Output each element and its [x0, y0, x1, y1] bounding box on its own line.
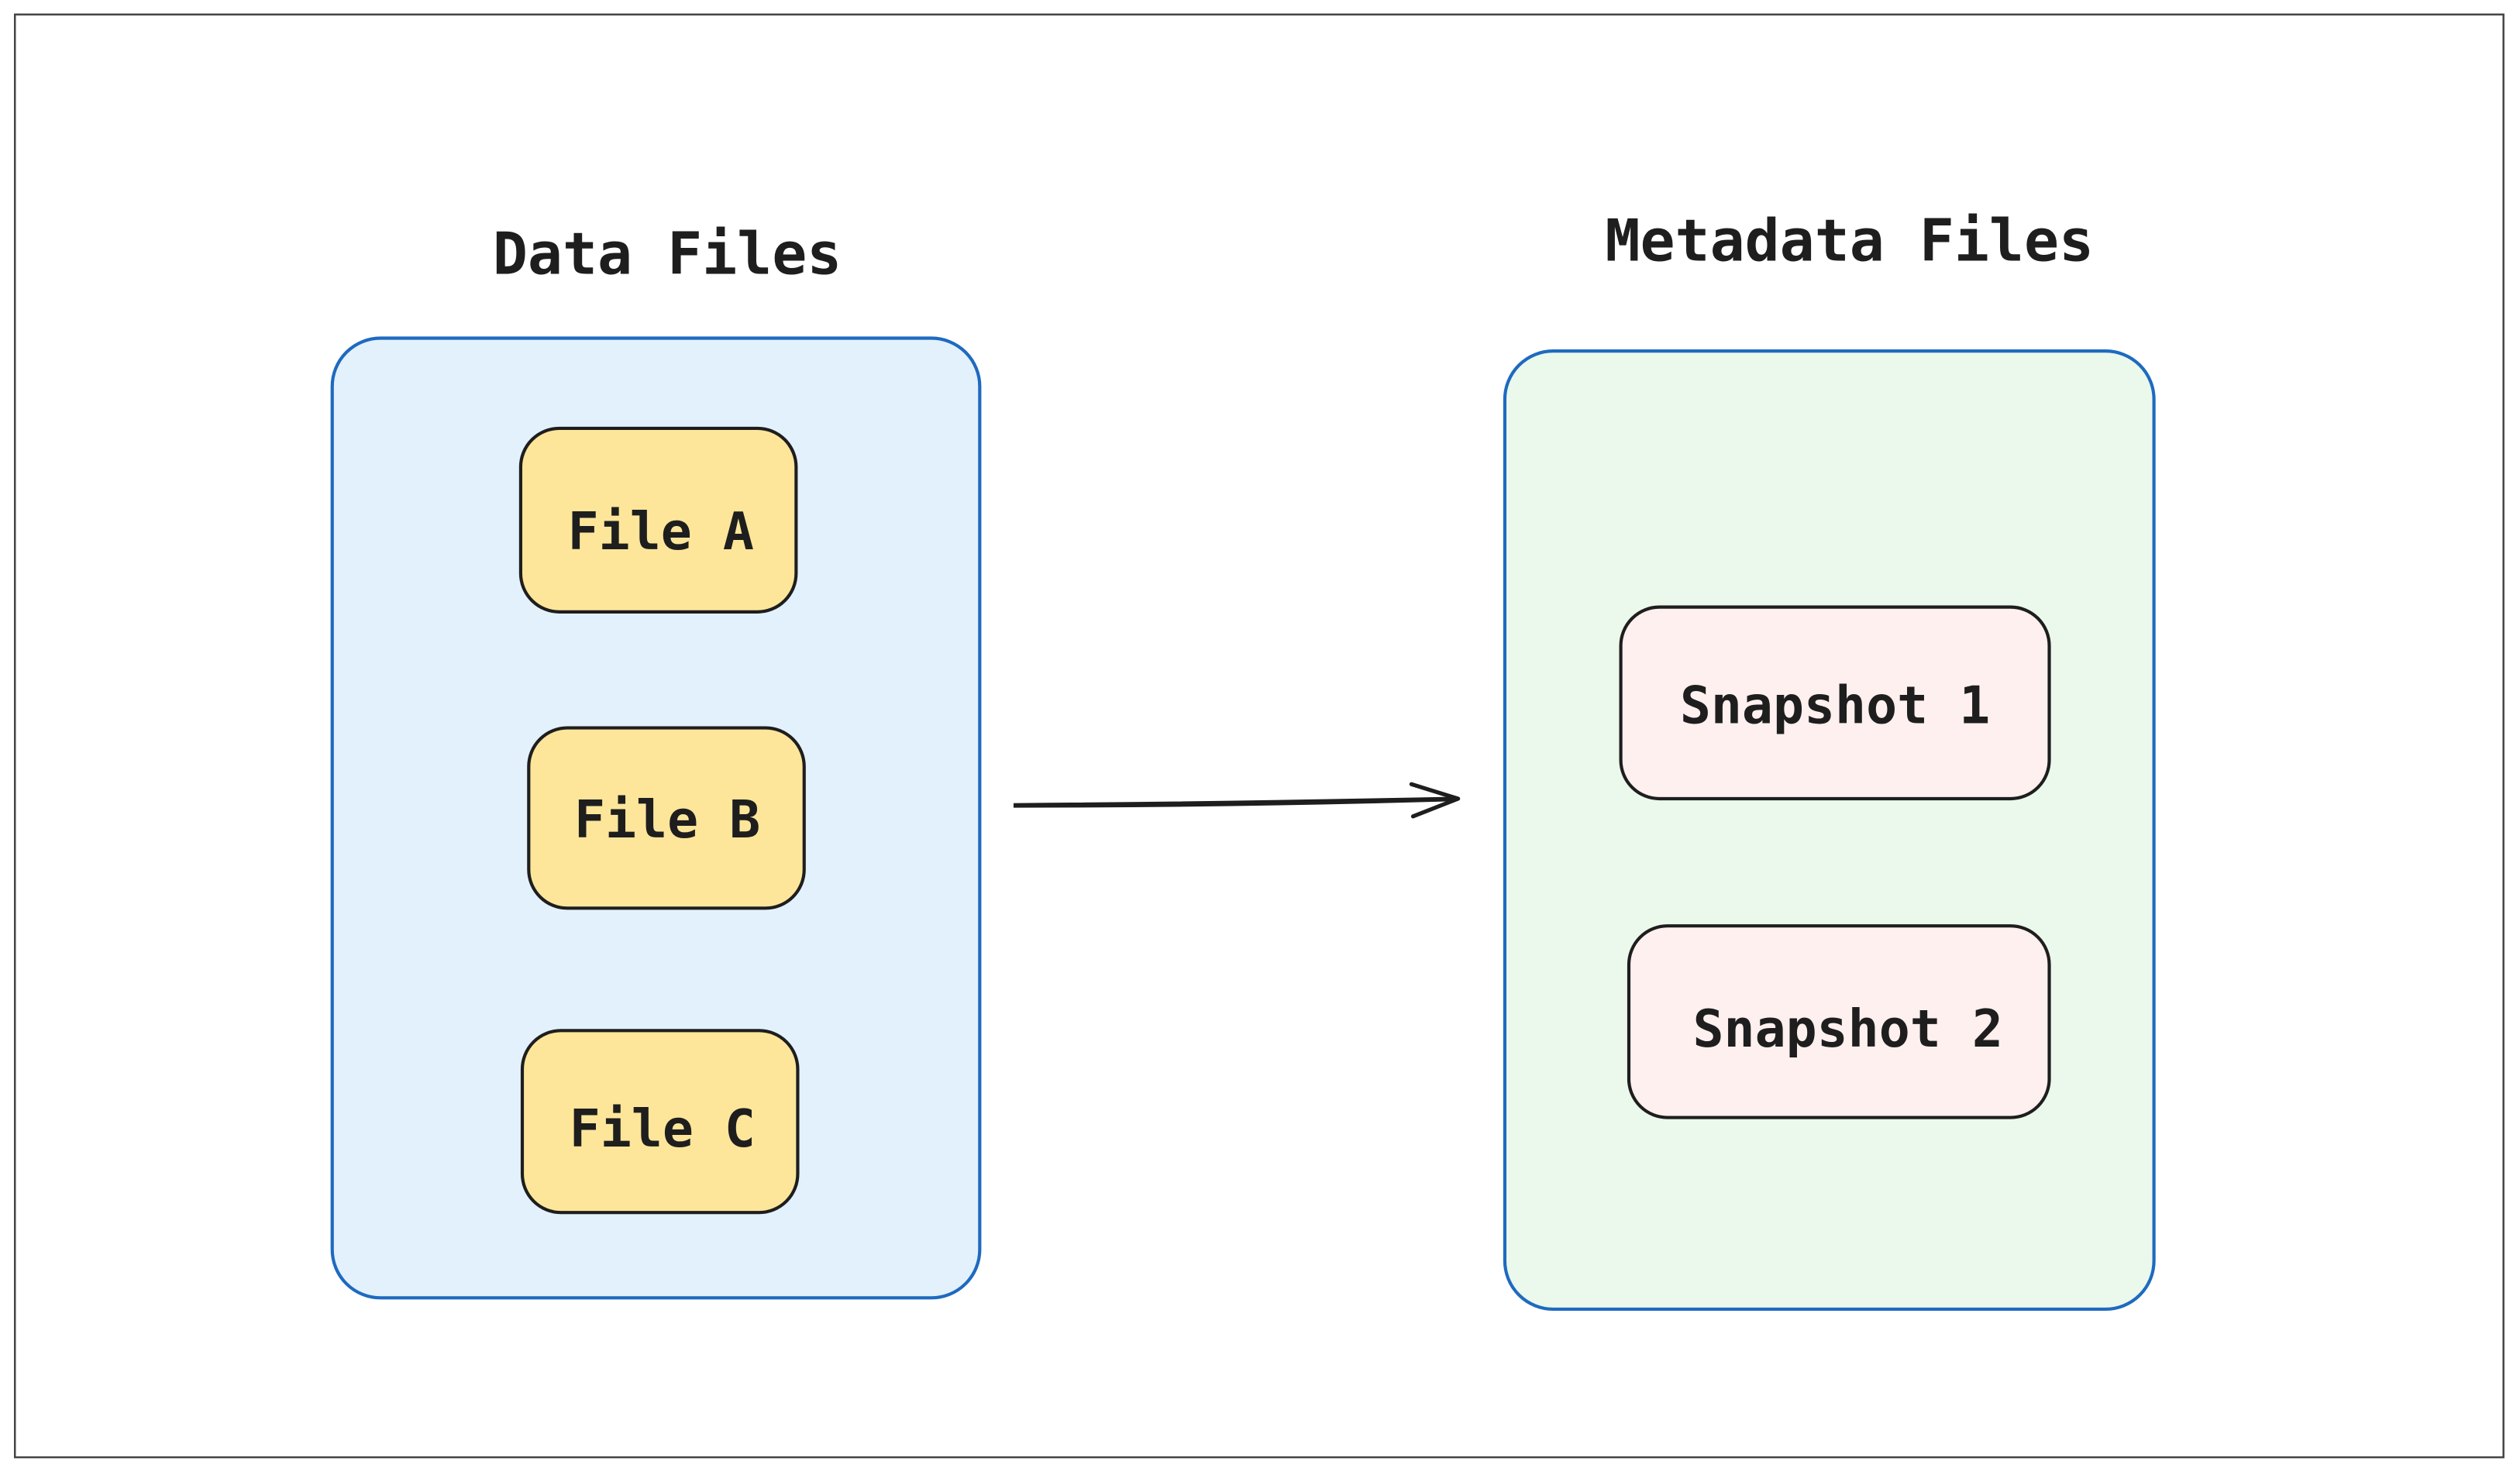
metadata-files-title: Metadata Files — [1605, 208, 2094, 275]
file-node-a: File A — [518, 426, 798, 614]
file-node-c: File C — [520, 1029, 800, 1215]
file-b-label: File B — [574, 789, 760, 850]
snapshot-node-2: Snapshot 2 — [1627, 924, 2051, 1119]
snapshot-node-1: Snapshot 1 — [1619, 605, 2051, 801]
file-node-b: File B — [527, 726, 806, 910]
snapshot-1-label: Snapshot 1 — [1680, 675, 1990, 735]
file-c-label: File C — [570, 1099, 756, 1159]
file-a-label: File A — [568, 501, 754, 562]
data-files-group: Data Files File A File B File C — [330, 220, 982, 1300]
data-files-title: Data Files — [493, 220, 842, 287]
metadata-files-group: Metadata Files Snapshot 1 Snapshot 2 — [1503, 208, 2156, 1311]
metadata-files-container — [1503, 349, 2156, 1311]
snapshot-2-label: Snapshot 2 — [1693, 999, 2003, 1059]
arrow-right-icon — [1013, 782, 1461, 819]
